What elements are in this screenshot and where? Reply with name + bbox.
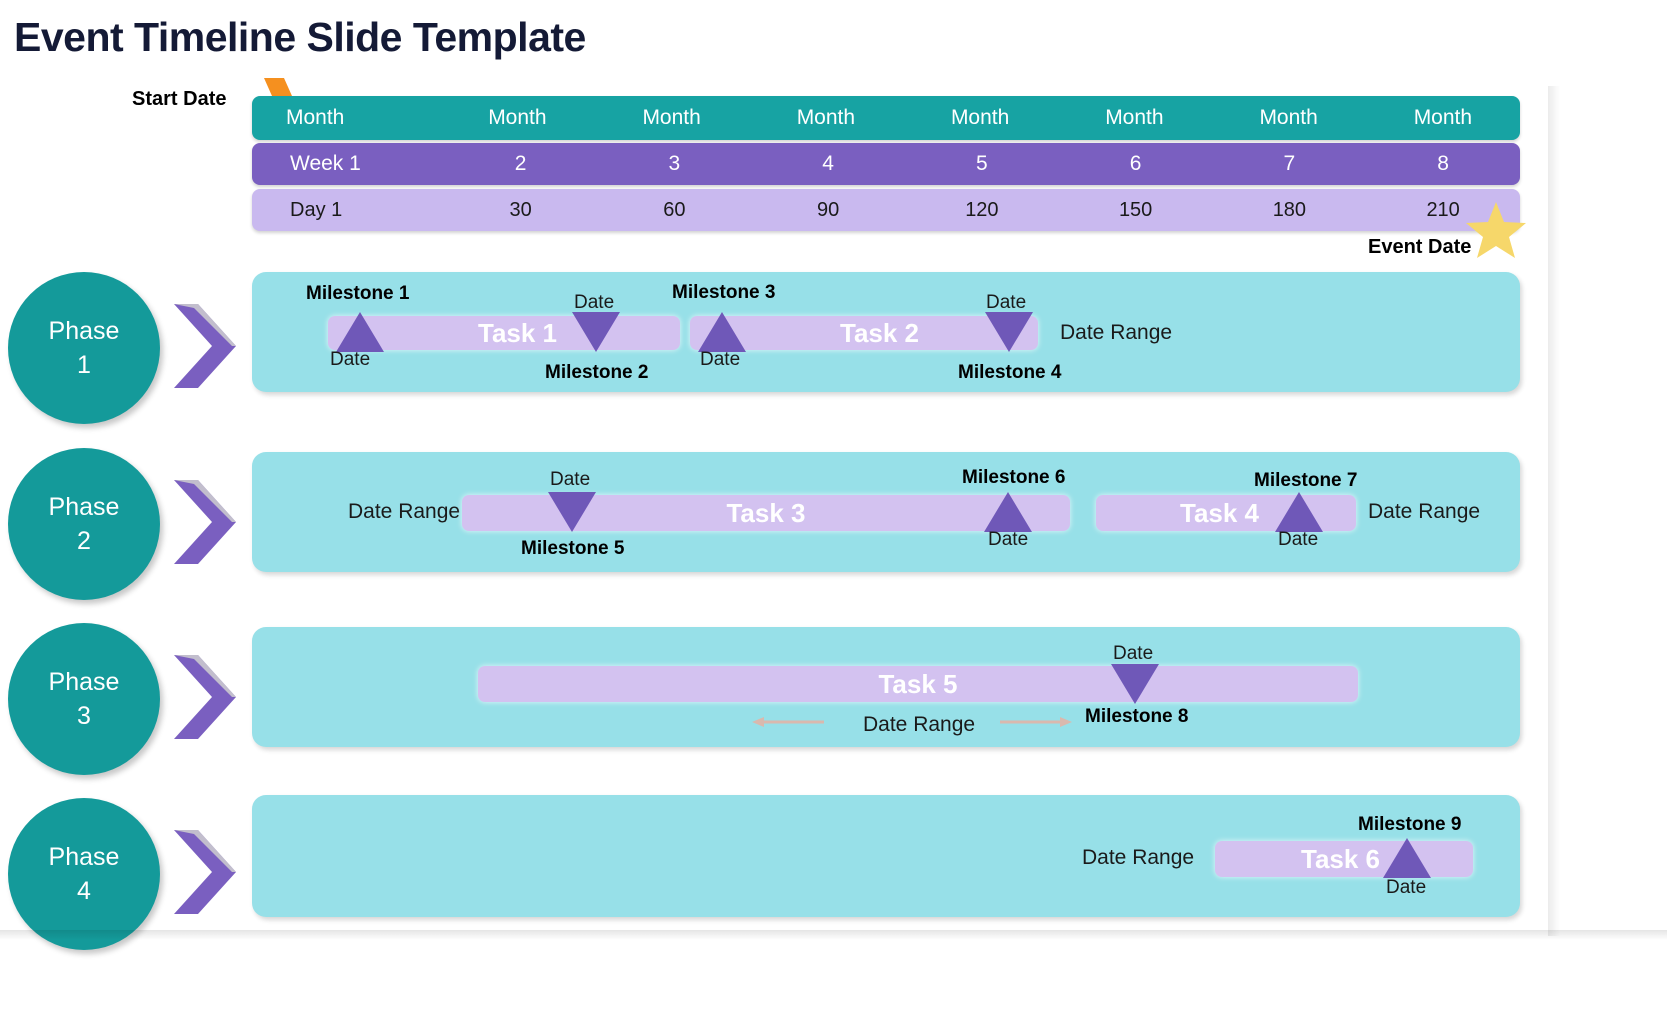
milestone-label-5: Milestone 5 <box>521 538 625 559</box>
week-cell: 7 <box>1283 152 1296 175</box>
task-label: Task 6 <box>1301 843 1381 874</box>
task-label: Task 4 <box>1180 497 1260 528</box>
milestone-date-8: Date <box>1113 643 1154 664</box>
phase-circle-2[interactable]: Phase 2 <box>8 448 160 600</box>
slide-bottom-edge <box>0 930 1667 940</box>
day-cell: Day 1 <box>290 198 343 221</box>
milestone-date-4: Date <box>986 292 1027 313</box>
date-range-label: Date Range <box>1368 500 1481 523</box>
task-bar-task-5[interactable]: Task 5 <box>478 666 1358 702</box>
arrow-left-icon <box>752 717 824 727</box>
month-cell: Month <box>286 106 345 129</box>
milestone-label-4: Milestone 4 <box>958 362 1062 383</box>
event-date-label: Event Date <box>1368 236 1472 258</box>
week-cell: 6 <box>1129 152 1142 175</box>
month-scale-bar: Month Month Month Month Month Month Mont… <box>252 96 1520 140</box>
day-scale-bar: Day 1 30 60 90 120 150 180 210 <box>252 189 1520 231</box>
phase-circle-title: Phase <box>48 316 120 345</box>
date-range-label: Date Range <box>863 713 976 736</box>
task-label: Task 2 <box>840 317 920 348</box>
milestone-triangle-down[interactable] <box>572 312 620 352</box>
milestone-triangle-up[interactable] <box>336 312 384 352</box>
milestone-date-9: Date <box>1386 877 1427 898</box>
milestone-date-6: Date <box>988 529 1029 550</box>
month-cell: Month <box>488 106 547 129</box>
date-range-label: Date Range <box>1060 321 1173 344</box>
week-cell: 4 <box>822 152 834 175</box>
month-cell: Month <box>796 106 856 129</box>
month-cell: Month <box>950 106 1010 129</box>
milestone-label-6: Milestone 6 <box>962 467 1066 488</box>
date-range-label: Date Range <box>348 500 461 523</box>
milestone-date-7: Date <box>1278 529 1319 550</box>
page-title: Event Timeline Slide Template <box>14 14 586 60</box>
date-range-label: Date Range <box>1082 846 1195 869</box>
star-icon <box>1466 202 1526 258</box>
chevron-right-icon <box>174 830 236 914</box>
milestone-triangle-down[interactable] <box>985 312 1033 352</box>
phase-circle-4[interactable]: Phase 4 <box>8 798 160 950</box>
week-cell: 2 <box>514 152 527 175</box>
milestone-label-3: Milestone 3 <box>672 282 776 303</box>
phase-circle-title: Phase <box>48 842 120 871</box>
milestone-triangle-down[interactable] <box>1111 664 1159 704</box>
milestone-label-8: Milestone 8 <box>1085 706 1189 727</box>
day-cell: 60 <box>663 198 686 221</box>
task-label: Task 3 <box>726 497 806 528</box>
milestone-triangle-up[interactable] <box>698 312 746 352</box>
phase-circle-number: 3 <box>77 702 91 730</box>
milestone-date-5: Date <box>550 469 591 490</box>
month-cell: Month <box>642 106 701 129</box>
slide-right-edge <box>1548 86 1560 936</box>
milestone-label-2: Milestone 2 <box>545 362 649 383</box>
task-bar-task-2[interactable]: Task 2 <box>690 316 1038 350</box>
milestone-date-1: Date <box>330 349 371 370</box>
week-cell: 3 <box>668 152 681 175</box>
month-cell: Month <box>1105 106 1164 129</box>
task-bar-task-1[interactable]: Task 1 <box>328 316 680 350</box>
day-cell: 30 <box>509 198 532 221</box>
milestone-date-2: Date <box>574 292 615 313</box>
milestone-triangle-up[interactable] <box>1383 838 1431 878</box>
task-label: Task 5 <box>878 668 958 699</box>
week-scale-bar: Week 1 2 3 4 5 6 7 8 <box>252 143 1520 185</box>
day-cell: 180 <box>1272 198 1307 221</box>
task-bar-task-6[interactable]: Task 6 <box>1215 841 1473 877</box>
milestone-date-3: Date <box>700 349 741 370</box>
milestone-label-7: Milestone 7 <box>1254 470 1358 491</box>
milestone-label-9: Milestone 9 <box>1358 814 1462 835</box>
week-cell: 8 <box>1437 152 1449 175</box>
month-cell: Month <box>1259 106 1318 129</box>
milestone-triangle-up[interactable] <box>1275 492 1323 532</box>
day-cell: 210 <box>1426 198 1460 221</box>
week-cell: Week 1 <box>290 152 361 175</box>
day-cell: 150 <box>1118 198 1153 221</box>
phase-circle-3[interactable]: Phase 3 <box>8 623 160 775</box>
milestone-triangle-up[interactable] <box>984 492 1032 532</box>
milestone-label-1: Milestone 1 <box>306 283 410 304</box>
task-label: Task 1 <box>478 317 558 348</box>
chevron-right-icon <box>174 655 236 739</box>
chevron-right-icon <box>174 304 236 388</box>
day-cell: 120 <box>965 198 999 221</box>
phase-circle-title: Phase <box>48 667 120 696</box>
month-cell: Month <box>1413 106 1473 129</box>
phase-circle-number: 4 <box>77 877 91 905</box>
week-cell: 5 <box>976 152 988 175</box>
phase-circle-1[interactable]: Phase 1 <box>8 272 160 424</box>
phase-circle-number: 1 <box>77 351 91 379</box>
day-cell: 90 <box>817 198 840 221</box>
arrow-right-icon <box>1000 717 1072 727</box>
phase-circle-title: Phase <box>48 492 120 521</box>
start-date-label: Start Date <box>132 88 227 110</box>
chevron-right-icon <box>174 480 236 564</box>
phase-circle-number: 2 <box>77 527 91 555</box>
milestone-triangle-down[interactable] <box>548 492 596 532</box>
